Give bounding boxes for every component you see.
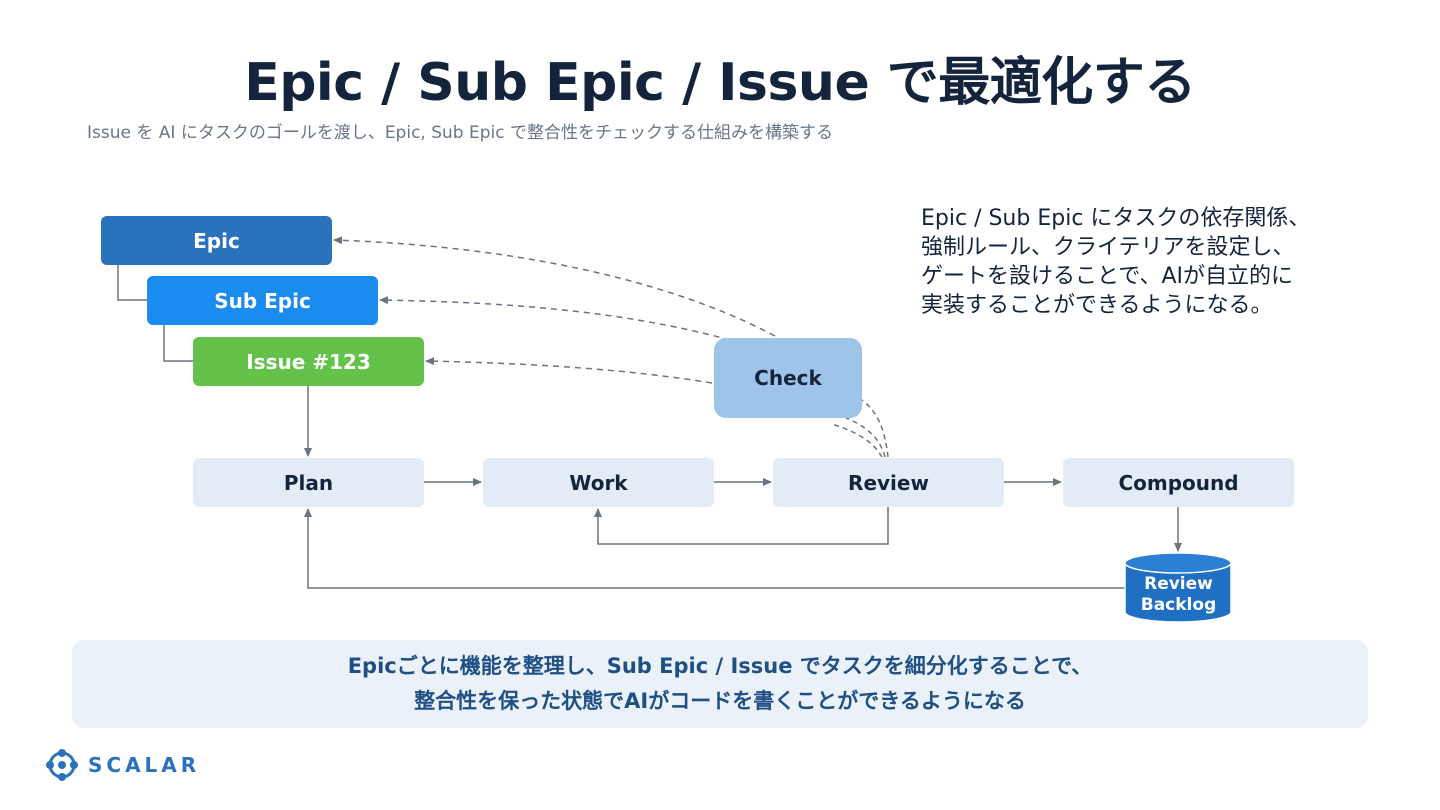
scalar-logo: SCALAR bbox=[44, 747, 200, 783]
review-backlog-label: Review Backlog bbox=[1140, 574, 1217, 615]
backlog-to-plan-loop bbox=[304, 508, 1125, 589]
scalar-logo-text: SCALAR bbox=[88, 753, 201, 777]
review-to-check-dashed-2 bbox=[845, 417, 886, 458]
summary-line-2: 整合性を保った状態でAIがコードを書くことができるようになる bbox=[414, 689, 1026, 713]
check-to-subepic-dashed bbox=[379, 296, 731, 341]
page-title: Epic / Sub Epic / Issue で最適化する bbox=[244, 53, 1196, 113]
check-to-issue-dashed bbox=[425, 357, 713, 384]
compound-step: Compound bbox=[1063, 458, 1294, 507]
epic-to-subepic-connector bbox=[117, 265, 147, 301]
work-step: Work bbox=[483, 458, 714, 507]
issue-box: Issue #123 bbox=[193, 337, 424, 386]
plan-step: Plan bbox=[193, 458, 424, 507]
review-step: Review bbox=[773, 458, 1004, 507]
page-subtitle: Issue を AI にタスクのゴールを渡し、Epic, Sub Epic で整… bbox=[87, 123, 833, 143]
scalar-logo-icon bbox=[46, 749, 78, 781]
check-to-epic-dashed bbox=[333, 236, 776, 337]
subepic-to-issue-connector bbox=[163, 325, 193, 362]
check-box: Check bbox=[714, 338, 862, 418]
summary-banner: Epicごとに機能を整理し、Sub Epic / Issue でタスクを細分化す… bbox=[72, 640, 1368, 728]
epic-box: Epic bbox=[101, 216, 332, 265]
sub-epic-box: Sub Epic bbox=[147, 276, 378, 325]
review-to-work-loop bbox=[594, 507, 889, 545]
review-backlog-cylinder bbox=[1124, 552, 1232, 623]
review-to-check-dashed-3 bbox=[831, 423, 883, 458]
summary-line-1: Epicごとに機能を整理し、Sub Epic / Issue でタスクを細分化す… bbox=[347, 654, 1093, 678]
explanation-note: Epic / Sub Epic にタスクの依存関係、 強制ルール、クライテリアを… bbox=[921, 206, 1311, 318]
